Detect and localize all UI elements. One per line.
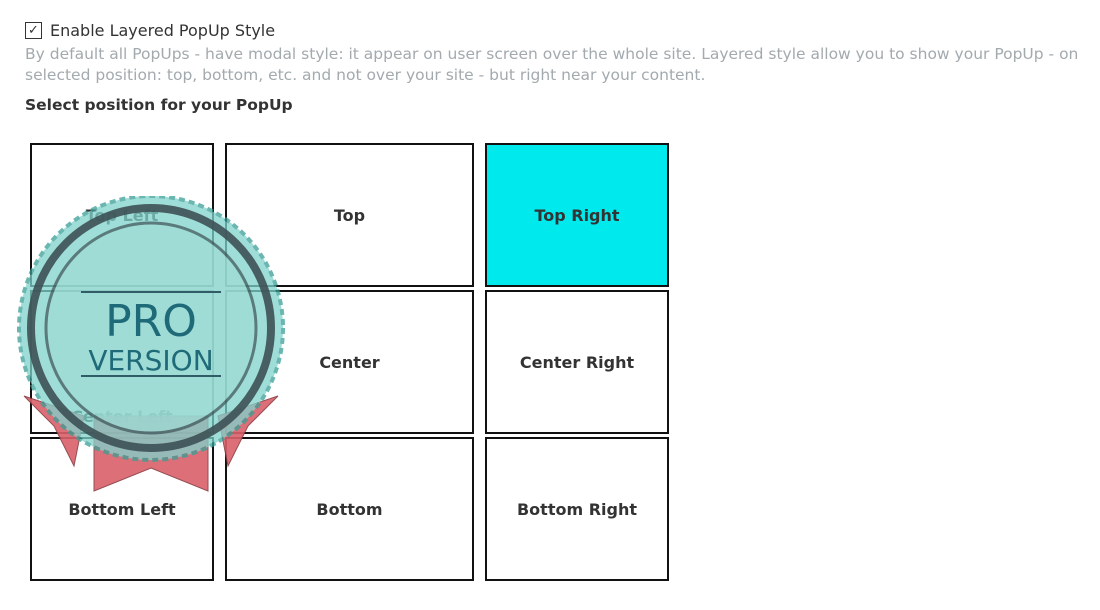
position-label: Center Left [71,407,173,426]
position-label: Center Right [519,352,635,372]
position-bottom-right[interactable]: Bottom Right [485,437,669,581]
position-top[interactable]: Top [225,143,474,287]
position-top-right[interactable]: Top Right [485,143,669,287]
position-label: Bottom [316,499,383,519]
checkbox-checked-icon[interactable]: ✓ [25,22,42,39]
enable-layered-checkbox[interactable]: ✓ Enable Layered PopUp Style [25,21,275,40]
description-text: By default all PopUps - have modal style… [25,45,1079,84]
position-top-left[interactable]: Top Left [30,143,214,287]
select-position-label: Select position for your PopUp [25,96,293,114]
position-bottom-left[interactable]: Bottom Left [30,437,214,581]
checkbox-label: Enable Layered PopUp Style [50,21,276,40]
position-center[interactable]: Center [225,290,474,434]
position-label: Top [333,205,366,225]
position-bottom[interactable]: Bottom [225,437,474,581]
position-center-right[interactable]: Center Right [485,290,669,434]
position-label: Bottom Right [516,499,637,519]
position-label: Center [319,352,380,372]
position-center-left[interactable]: Center Left [30,290,214,434]
position-label: Bottom Left [68,499,176,519]
position-label: Top Right [534,205,620,225]
position-label: Top Left [85,205,159,225]
